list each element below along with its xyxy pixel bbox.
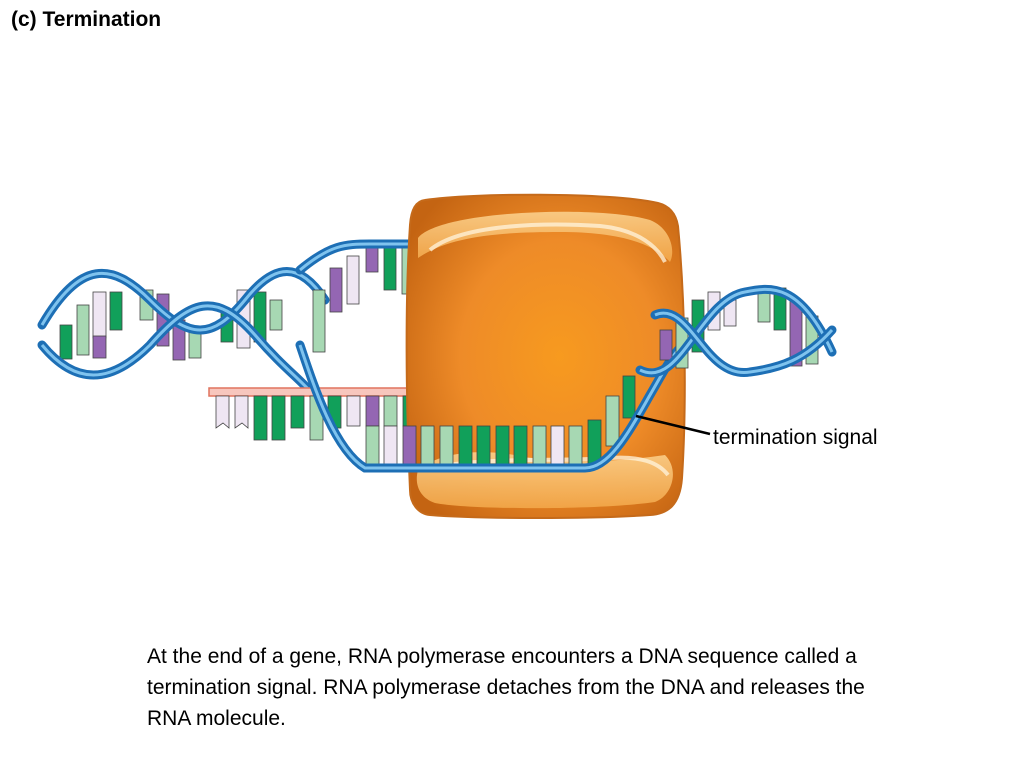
template-strand-bases: [365, 375, 636, 469]
dna-helix-left: [37, 267, 330, 405]
dna-template-strand: [295, 340, 683, 473]
termination-signal-leader-line: [635, 414, 711, 436]
figure-title: (c) Termination: [11, 8, 162, 31]
caption-text: At the end of a gene, RNA polymerase enc…: [147, 645, 865, 730]
dna-helix-right: [635, 284, 837, 378]
termination-signal-label: termination signal: [713, 426, 878, 449]
